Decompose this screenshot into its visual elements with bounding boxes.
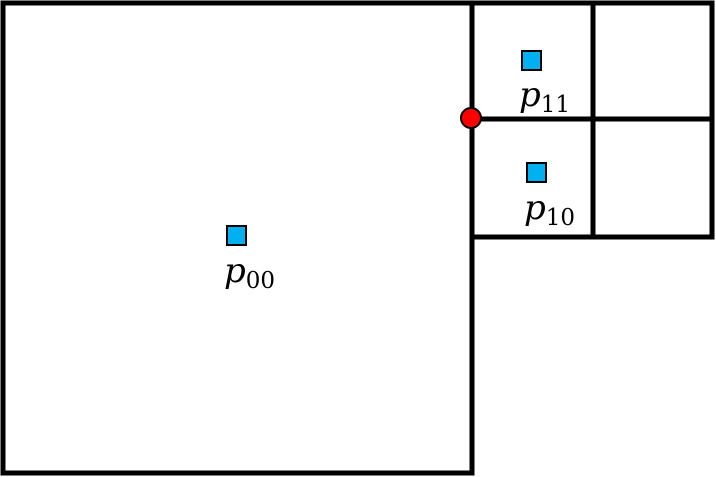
label-p11-subscript: 11	[541, 92, 570, 118]
point-p10-marker	[526, 162, 547, 183]
label-p11-base: p	[519, 75, 541, 115]
label-p10-subscript: 10	[546, 205, 575, 231]
label-p00: p00	[224, 251, 275, 294]
point-p11-marker	[521, 50, 542, 71]
point-p00-marker	[226, 225, 247, 246]
shared-vertex-marker	[460, 107, 482, 129]
label-p00-subscript: 00	[246, 268, 275, 294]
label-p10-base: p	[524, 188, 546, 228]
label-p11: p11	[519, 75, 570, 118]
small-cell-bottom-right	[590, 116, 715, 240]
label-p10: p10	[524, 188, 575, 231]
label-p00-base: p	[224, 251, 246, 291]
small-cell-top-right	[590, 0, 715, 122]
